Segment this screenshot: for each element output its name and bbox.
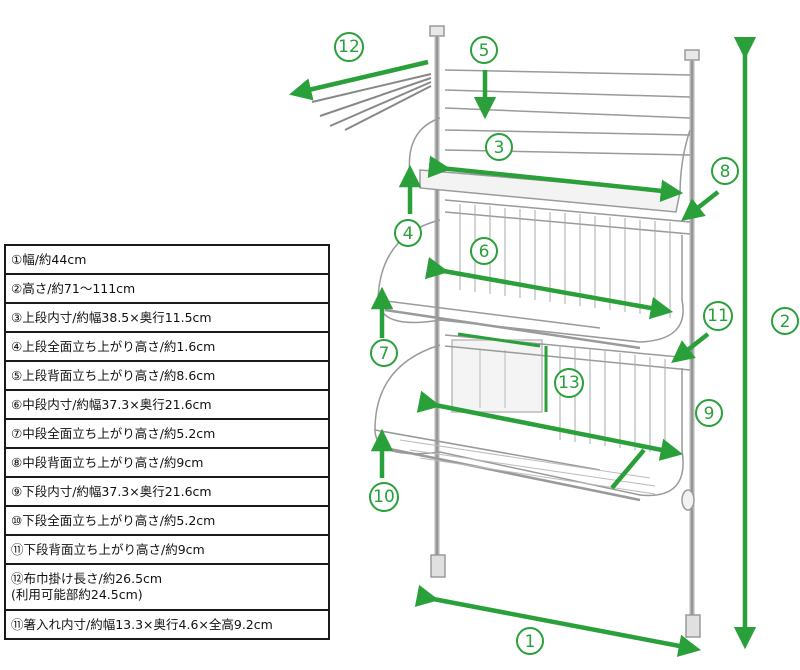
spec-cell: ①幅/約44cm: [4, 244, 330, 275]
svg-text:8: 8: [720, 162, 731, 182]
callout-7: 7: [370, 339, 398, 367]
callout-4: 4: [394, 219, 422, 247]
spec-cell: ③上段内寸/約幅38.5×奥行11.5cm: [4, 302, 330, 333]
left-pole: [429, 25, 446, 578]
spec-row: ⑥中段内寸/約幅37.3×奥行21.6cm: [4, 389, 330, 420]
spec-cell: ⑪下段背面立ち上がり高さ/約9cm: [4, 534, 330, 565]
arrow-middle-back: [681, 190, 720, 221]
rack-illustration: [311, 25, 701, 638]
towel-bars: [311, 73, 432, 131]
spec-row: ⑩下段全面立ち上がり高さ/約5.2cm: [4, 505, 330, 536]
callout-6: 6: [470, 237, 498, 265]
callout-5: 5: [470, 36, 498, 64]
arrow-towel-bar: [289, 59, 429, 101]
arrow-lower-inner: [416, 390, 684, 461]
svg-text:3: 3: [494, 138, 505, 158]
spec-row: ⑪下段背面立ち上がり高さ/約9cm: [4, 534, 330, 565]
spec-cell: ⑫布巾掛け長さ/約26.5cm(利用可能部約24.5cm): [4, 563, 330, 611]
svg-text:2: 2: [780, 312, 791, 332]
arrow-lower-back: [671, 332, 710, 363]
spec-row: ⑦中段全面立ち上がり高さ/約5.2cm: [4, 418, 330, 449]
arrow-middle-inner: [424, 256, 674, 320]
callout-3: 3: [485, 133, 513, 161]
spec-cell: ④上段全面立ち上がり高さ/約1.6cm: [4, 331, 330, 362]
svg-text:5: 5: [479, 41, 490, 61]
spec-cell: ⑥中段内寸/約幅37.3×奥行21.6cm: [4, 389, 330, 420]
callout-2: 2: [771, 307, 799, 335]
spec-row: ⑨下段内寸/約幅37.3×奥行21.6cm: [4, 476, 330, 507]
spec-cell: ⑨下段内寸/約幅37.3×奥行21.6cm: [4, 476, 330, 507]
svg-text:4: 4: [403, 224, 414, 244]
callout-9: 9: [695, 399, 723, 427]
spec-cell: ⑪箸入れ内寸/約幅13.3×奥行4.6×全高9.2cm: [4, 609, 330, 640]
arrow-lower-depth: [610, 448, 646, 490]
spec-cell: ⑩下段全面立ち上がり高さ/約5.2cm: [4, 505, 330, 536]
svg-text:13: 13: [558, 373, 580, 393]
dimension-arrows: [289, 36, 757, 657]
spec-line: ⑫布巾掛け長さ/約26.5cm: [11, 571, 163, 587]
arrow-width: [414, 584, 702, 657]
middle-basket: [377, 199, 691, 350]
spec-row: ⑪箸入れ内寸/約幅13.3×奥行4.6×全高9.2cm: [4, 609, 330, 640]
spec-row: ⑫布巾掛け長さ/約26.5cm(利用可能部約24.5cm): [4, 563, 330, 611]
callouts: 1 2 3 4 5 6 7 8 9 10 11 12 13: [334, 32, 799, 655]
svg-text:9: 9: [704, 404, 715, 424]
callout-12: 12: [334, 32, 364, 62]
svg-text:1: 1: [525, 632, 536, 652]
spec-row: ①幅/約44cm: [4, 244, 330, 275]
svg-text:7: 7: [379, 344, 390, 364]
svg-text:11: 11: [707, 306, 729, 326]
callout-10: 10: [369, 482, 399, 512]
spec-line: (利用可能部約24.5cm): [11, 587, 143, 602]
spec-row: ④上段全面立ち上がり高さ/約1.6cm: [4, 331, 330, 362]
spec-cell: ⑦中段全面立ち上がり高さ/約5.2cm: [4, 418, 330, 449]
svg-text:6: 6: [479, 242, 490, 262]
spec-row: ③上段内寸/約幅38.5×奥行11.5cm: [4, 302, 330, 333]
spec-cell: ⑧中段背面立ち上がり高さ/約9cm: [4, 447, 330, 478]
spec-row: ②高さ/約71～111cm: [4, 273, 330, 304]
arrow-holder-width: [457, 332, 541, 348]
svg-text:10: 10: [373, 487, 395, 507]
callout-1: 1: [516, 627, 544, 655]
callout-8: 8: [711, 157, 739, 185]
spec-cell: ②高さ/約71～111cm: [4, 273, 330, 304]
spec-row: ⑧中段背面立ち上がり高さ/約9cm: [4, 447, 330, 478]
callout-11: 11: [703, 301, 733, 331]
arrow-top-inner: [427, 155, 684, 203]
callout-13: 13: [554, 368, 584, 398]
spec-row: ⑤上段背面立ち上がり高さ/約8.6cm: [4, 360, 330, 391]
svg-text:12: 12: [338, 37, 360, 57]
spec-table: ①幅/約44cm ②高さ/約71～111cm ③上段内寸/約幅38.5×奥行11…: [4, 244, 330, 640]
spec-cell: ⑤上段背面立ち上がり高さ/約8.6cm: [4, 360, 330, 391]
